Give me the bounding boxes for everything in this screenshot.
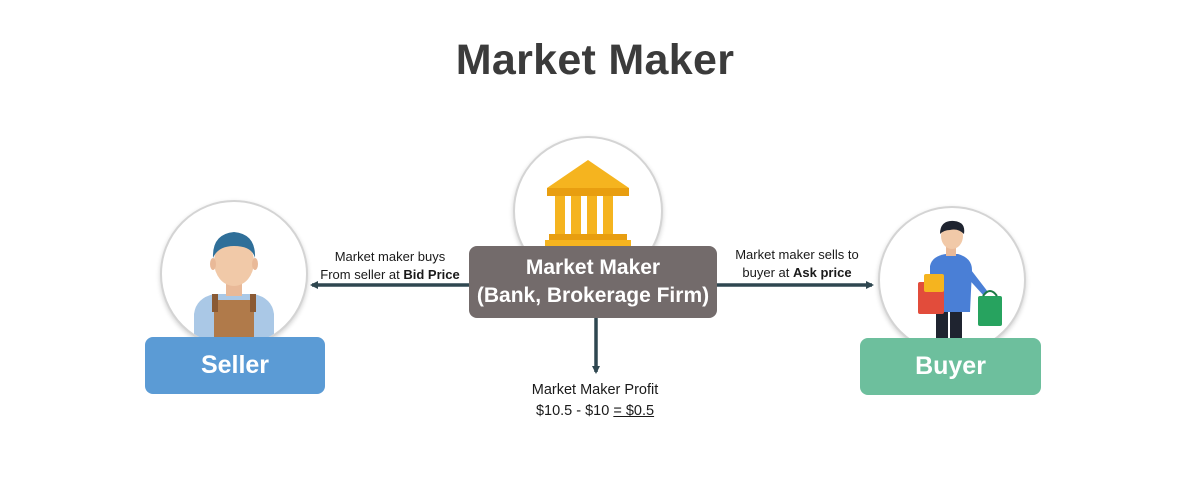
- market-maker-name: Market Maker: [525, 256, 661, 280]
- bank-building-icon: [545, 160, 631, 246]
- bid-price-label: Bid Price: [403, 267, 460, 283]
- buyer-person-shopping-icon: [918, 220, 1002, 352]
- profit-note: Market Maker Profit $10.5 - $10 = $0.5: [495, 380, 695, 421]
- profit-calculation: $10.5 - $10 = $0.5: [535, 402, 655, 419]
- ask-note-line1: Market maker sells to: [735, 247, 859, 262]
- seller-avatar-circle: [160, 200, 308, 348]
- ask-price-label: Ask price: [793, 265, 852, 281]
- diagram-title: Market Maker: [455, 36, 735, 84]
- seller-person-icon: [194, 232, 274, 346]
- seller-label-box: Seller: [145, 337, 325, 394]
- bid-note-line2: From seller at Bid Price: [320, 267, 460, 283]
- bid-price-note: Market maker buys From seller at Bid Pri…: [315, 248, 465, 284]
- buyer-label: Buyer: [915, 352, 986, 380]
- ask-note-line2: buyer at Ask price: [742, 265, 852, 281]
- profit-result: = $0.5: [613, 402, 655, 419]
- bid-note-line1: Market maker buys: [334, 249, 446, 264]
- ask-price-note: Market maker sells to buyer at Ask price: [722, 246, 872, 282]
- market-maker-box: Market Maker (Bank, Brokerage Firm): [469, 246, 717, 318]
- market-maker-subtitle: (Bank, Brokerage Firm): [476, 284, 710, 307]
- seller-label: Seller: [200, 351, 270, 379]
- profit-title: Market Maker Profit: [531, 382, 659, 398]
- buyer-label-box: Buyer: [860, 338, 1041, 395]
- buyer-avatar-circle: [878, 206, 1026, 354]
